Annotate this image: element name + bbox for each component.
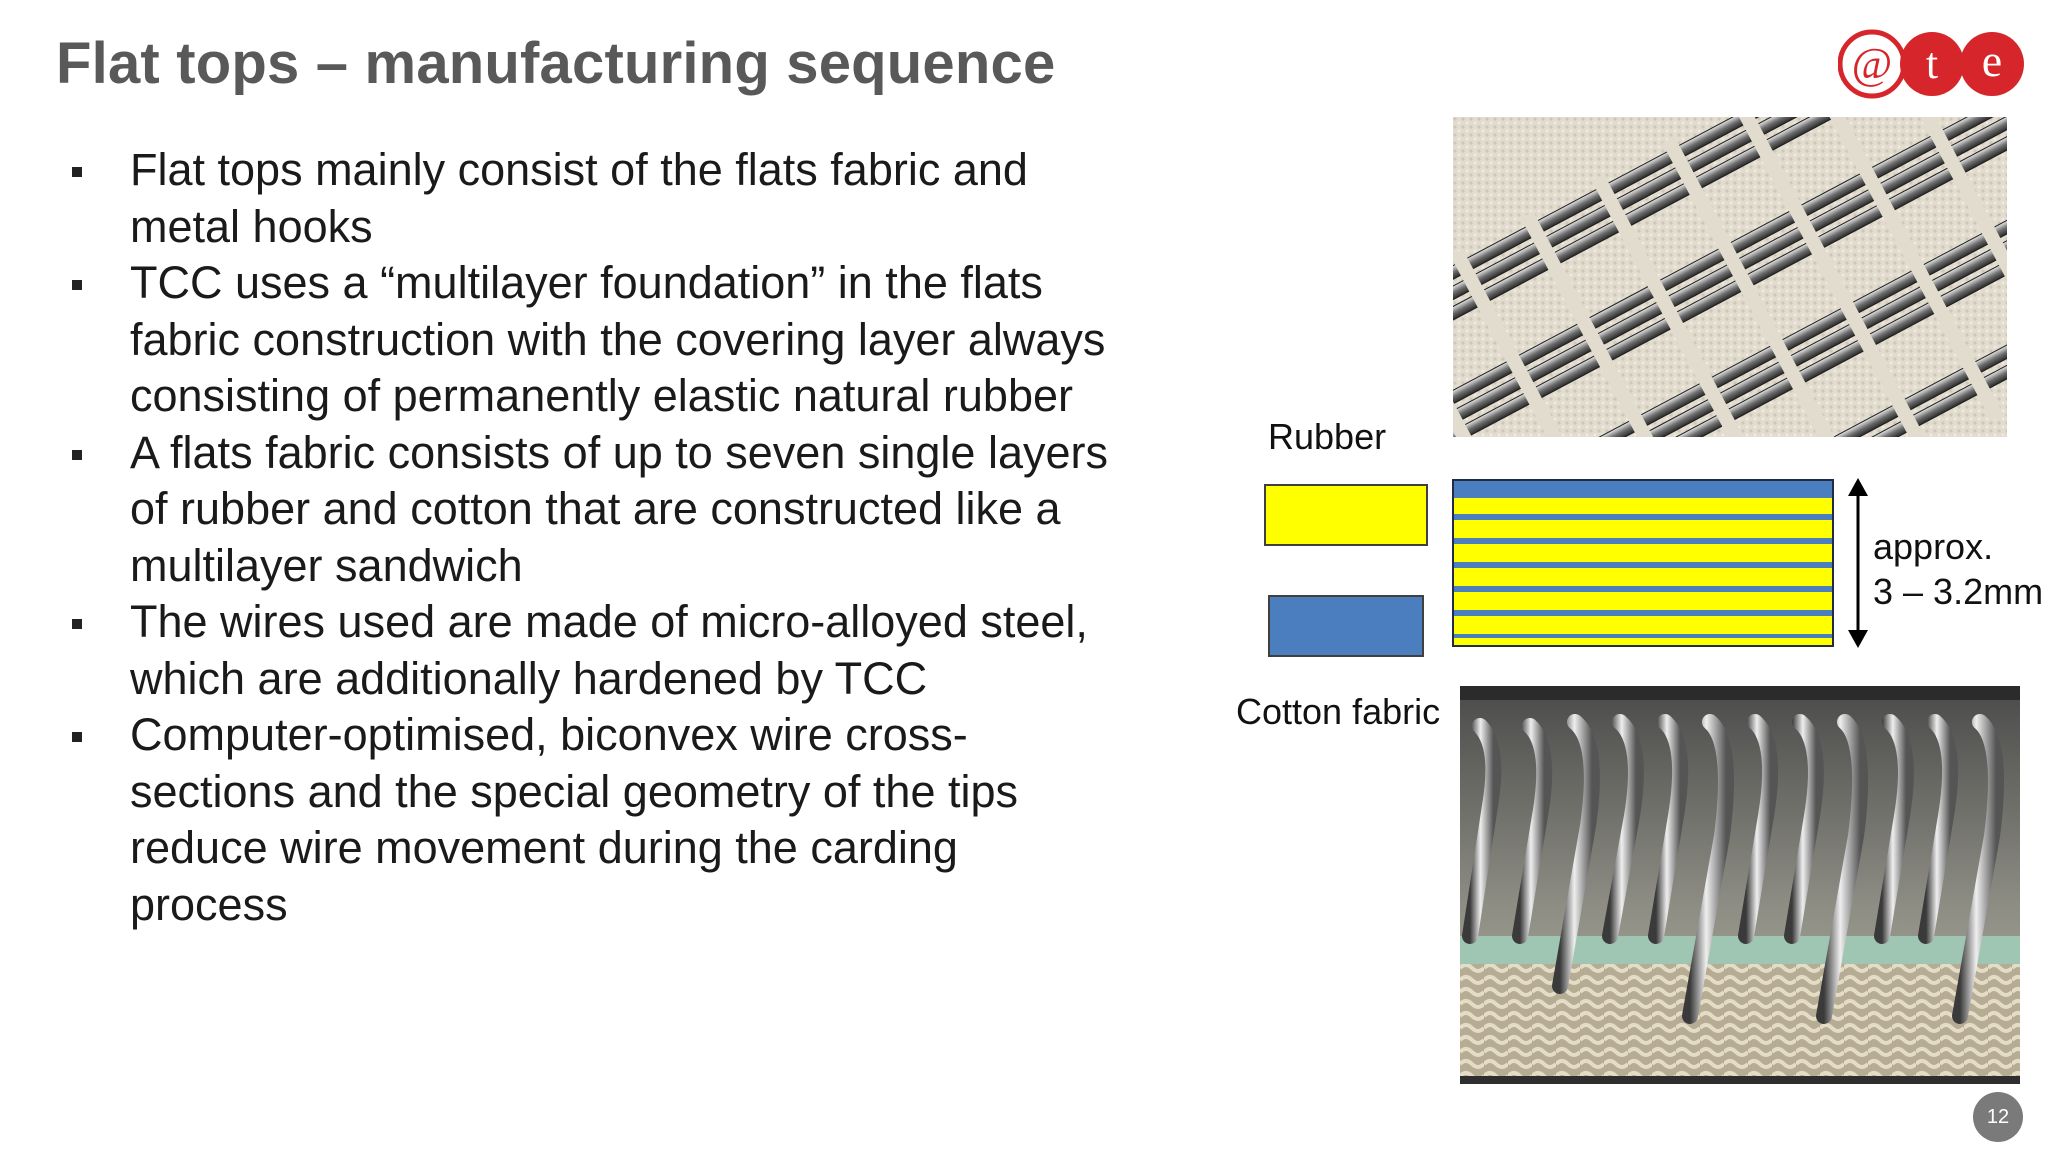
- bullet-item: Computer-optimised, biconvex wire cross-…: [70, 707, 1110, 933]
- rubber-layer: [1454, 638, 1832, 645]
- cotton-layer: [1454, 481, 1832, 498]
- rubber-layer: [1454, 568, 1832, 586]
- cotton-layer: [1454, 586, 1832, 592]
- square-bullet-icon: [72, 167, 82, 177]
- bullet-list: Flat tops mainly consist of the flats fa…: [70, 142, 1110, 933]
- rubber-layer: [1454, 498, 1832, 514]
- ate-logo: @ t e: [1838, 29, 2024, 99]
- cotton-layer: [1454, 562, 1832, 568]
- bullet-item: A flats fabric consists of up to seven s…: [70, 425, 1110, 595]
- rubber-layer: [1454, 520, 1832, 538]
- rubber-layer: [1454, 592, 1832, 610]
- rubber-swatch: [1264, 484, 1428, 546]
- bullet-item: TCC uses a “multilayer foundation” in th…: [70, 255, 1110, 425]
- thickness-label-line1: approx.: [1873, 526, 1994, 567]
- wire-hooks-top-photo: [1453, 117, 2007, 437]
- square-bullet-icon: [72, 449, 82, 460]
- slide-title: Flat tops – manufacturing sequence: [56, 31, 1056, 96]
- square-bullet-icon: [72, 732, 82, 742]
- svg-text:e: e: [1982, 35, 2002, 86]
- rubber-layer: [1454, 544, 1832, 562]
- bullet-item: Flat tops mainly consist of the flats fa…: [70, 142, 1110, 255]
- page-number-badge: 12: [1973, 1092, 2023, 1142]
- cotton-swatch: [1268, 595, 1424, 657]
- rubber-label: Rubber: [1268, 416, 1387, 457]
- svg-text:@: @: [1852, 39, 1893, 88]
- square-bullet-icon: [72, 619, 82, 629]
- cotton-layer: [1454, 514, 1832, 520]
- rubber-layer: [1454, 616, 1832, 634]
- cotton-layer: [1454, 538, 1832, 544]
- thickness-arrow-icon: [1848, 478, 1868, 648]
- cotton-fabric-label: Cotton fabric: [1236, 691, 1441, 732]
- bullet-item: The wires used are made of micro-alloyed…: [70, 594, 1110, 707]
- cotton-layer: [1454, 610, 1832, 616]
- wire-hooks-cross-section-photo: [1460, 686, 2020, 1084]
- thickness-label-line2: 3 – 3.2mm: [1873, 571, 2044, 612]
- svg-text:t: t: [1926, 39, 1938, 88]
- square-bullet-icon: [72, 280, 82, 290]
- cotton-layer: [1454, 634, 1832, 638]
- multilayer-sandwich: [1452, 479, 1834, 647]
